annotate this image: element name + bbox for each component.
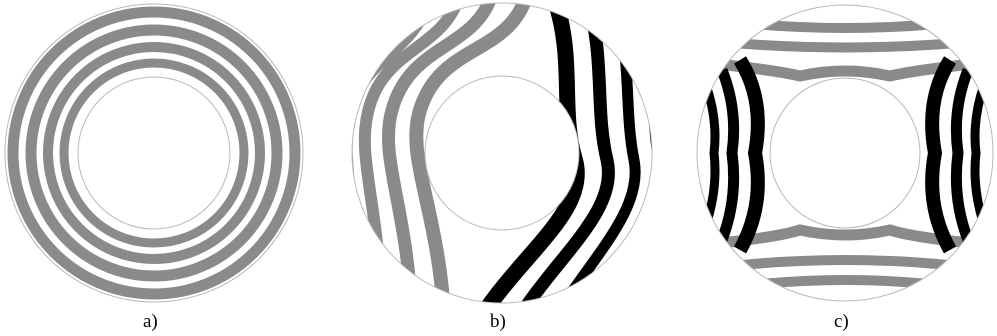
black-fringe (740, 60, 758, 250)
gray-fringe (700, 280, 990, 292)
panel-a-inner-outline (78, 77, 230, 229)
gray-fringe (700, 40, 990, 48)
panel-a-label: a) (143, 312, 158, 331)
panel-c-fringes (700, 18, 990, 292)
panel-a-rings (5, 4, 303, 302)
black-fringe (975, 85, 984, 225)
panel-c-label: c) (834, 312, 849, 331)
panel-b-inner-outline (425, 76, 579, 230)
panel-b-fringes (336, 0, 659, 336)
gray-fringe (700, 18, 990, 28)
black-fringe (932, 60, 950, 250)
panel-c-inner-outline (770, 78, 920, 228)
black-fringe (956, 70, 968, 240)
gray-fringe (700, 260, 990, 270)
black-fringe (722, 70, 734, 240)
panel-b-label: b) (490, 312, 506, 331)
black-fringe (706, 85, 715, 225)
